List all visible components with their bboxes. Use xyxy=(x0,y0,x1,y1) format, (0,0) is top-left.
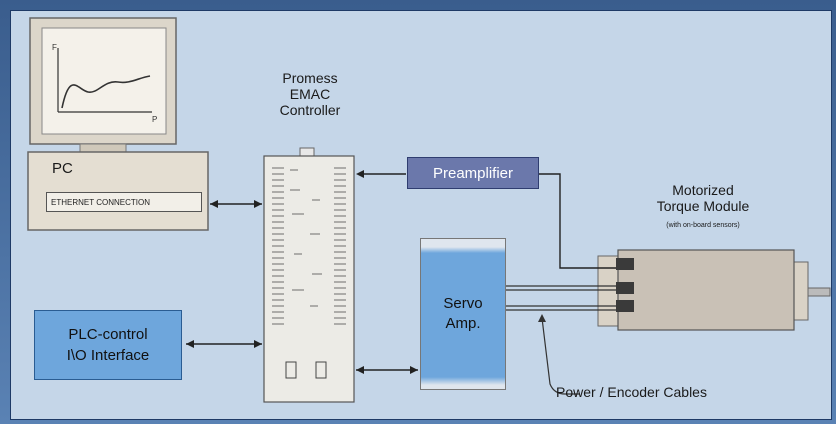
pc-body xyxy=(27,151,209,231)
plc-label-line1: PLC-control xyxy=(68,326,148,343)
pc-stand xyxy=(79,143,127,153)
connection-lines xyxy=(186,173,616,371)
module-connector-3 xyxy=(616,300,634,312)
controller-title-line2: EMAC xyxy=(289,86,331,103)
graph-x-label: P xyxy=(152,115,157,124)
ethernet-connection-label: ETHERNET CONNECTION xyxy=(46,192,202,212)
preamplifier-label: Preamplifier xyxy=(432,164,514,182)
graph-y-label: F xyxy=(52,43,57,52)
module-title: Motorized Torque Module xyxy=(618,182,788,214)
controller-connector-2 xyxy=(315,361,327,379)
controller-title-line3: Controller xyxy=(279,102,341,119)
pc-label: PC xyxy=(52,160,73,177)
controller-title-line1: Promess xyxy=(282,70,338,86)
cables-label: Power / Encoder Cables xyxy=(556,384,707,400)
cables-pointer xyxy=(541,317,580,395)
servo-amp-box: Servo Amp. xyxy=(420,238,506,390)
preamplifier-box: Preamplifier xyxy=(407,157,539,189)
module-connector-1 xyxy=(616,258,634,270)
module-title-line2: Torque Module xyxy=(656,198,750,215)
module-title-line1: Motorized xyxy=(672,182,734,198)
plc-label-line2: I\O Interface xyxy=(66,347,150,364)
controller-connector-1 xyxy=(285,361,297,379)
arrowheads xyxy=(186,170,418,374)
plc-interface-box: PLC-control I\O Interface xyxy=(34,310,182,380)
controller-terminals xyxy=(272,167,346,325)
module-subtitle: (with on-board sensors) xyxy=(666,222,740,229)
module-body xyxy=(617,249,795,331)
power-encoder-cables xyxy=(506,285,616,311)
module-connector-2 xyxy=(616,282,634,294)
graph-curve xyxy=(61,75,151,109)
module-shaft xyxy=(807,287,831,297)
pc-monitor-screen xyxy=(41,27,167,135)
controller-title: Promess EMAC Controller xyxy=(260,70,360,118)
servo-label-line1: Servo xyxy=(443,294,483,312)
servo-label-line2: Amp. xyxy=(445,315,481,332)
cables-pointer-arrow xyxy=(538,314,546,322)
controller-board xyxy=(263,155,355,403)
